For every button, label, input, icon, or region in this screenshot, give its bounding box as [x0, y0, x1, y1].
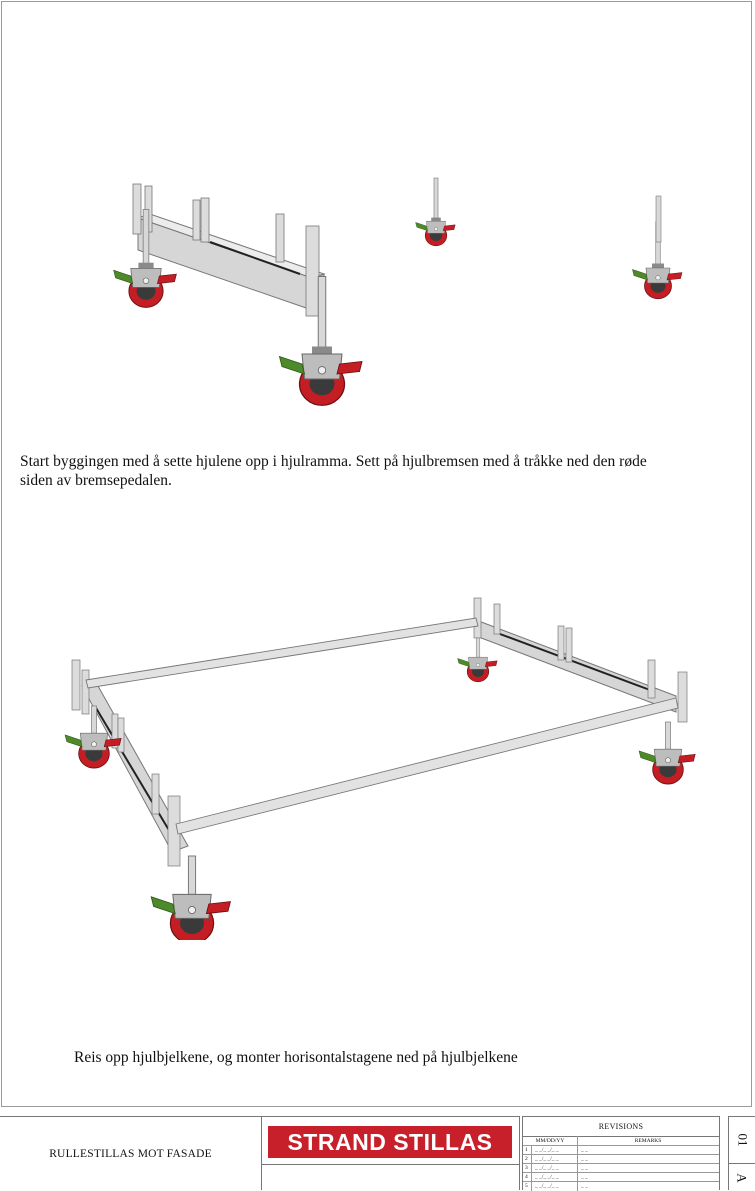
revision-letter: A [734, 1172, 750, 1183]
horizontal-brace-drawing [85, 617, 679, 835]
drawing-frame [1, 1, 752, 1107]
loose-castor-drawing [415, 177, 683, 300]
revision-row: 3 _ _/_ _/_ _ _ _ [523, 1163, 719, 1173]
step-1-caption: Start byggingen med å sette hjulene opp … [20, 453, 647, 489]
revision-letter-cell: A [729, 1164, 755, 1191]
remarks-header: REMARKS [577, 1136, 719, 1145]
revision-row: 5 _ _/_ _/_ _ _ _ [523, 1181, 719, 1191]
left-wheel-beam-drawing [71, 659, 189, 867]
title-block: RULLESTILLAS MOT FASADE STRAND STILLAS R… [0, 1110, 755, 1191]
step-2-caption: Reis opp hjulbjelkene, og monter horison… [74, 1049, 518, 1066]
revision-row: 1 _ _/_ _/_ _ _ _ [523, 1145, 719, 1155]
revision-row: 2 _ _/_ _/_ _ _ _ [523, 1154, 719, 1164]
rev-divider [531, 1145, 532, 1191]
revisions-table: REVISIONS MM/DD/YY REMARKS 1 _ _/_ _/_ _… [522, 1116, 720, 1191]
company-logo: STRAND STILLAS [268, 1126, 512, 1158]
sheet-number-cell: 01 [729, 1117, 755, 1164]
sheet-info: 01 A [728, 1116, 755, 1190]
company-logo-cell: STRAND STILLAS [262, 1116, 520, 1190]
revisions-title: REVISIONS [598, 1122, 644, 1131]
logo-divider [262, 1164, 520, 1165]
sheet-number: 01 [735, 1133, 750, 1147]
step-1-illustration [0, 170, 755, 410]
date-header: MM/DD/YY [523, 1136, 577, 1145]
wheel-beam-drawing [132, 183, 326, 317]
revision-row: 4 _ _/_ _/_ _ _ _ [523, 1172, 719, 1182]
project-title: RULLESTILLAS MOT FASADE [0, 1116, 262, 1190]
right-wheel-beam-drawing [473, 597, 688, 723]
step-2-illustration [0, 590, 755, 940]
